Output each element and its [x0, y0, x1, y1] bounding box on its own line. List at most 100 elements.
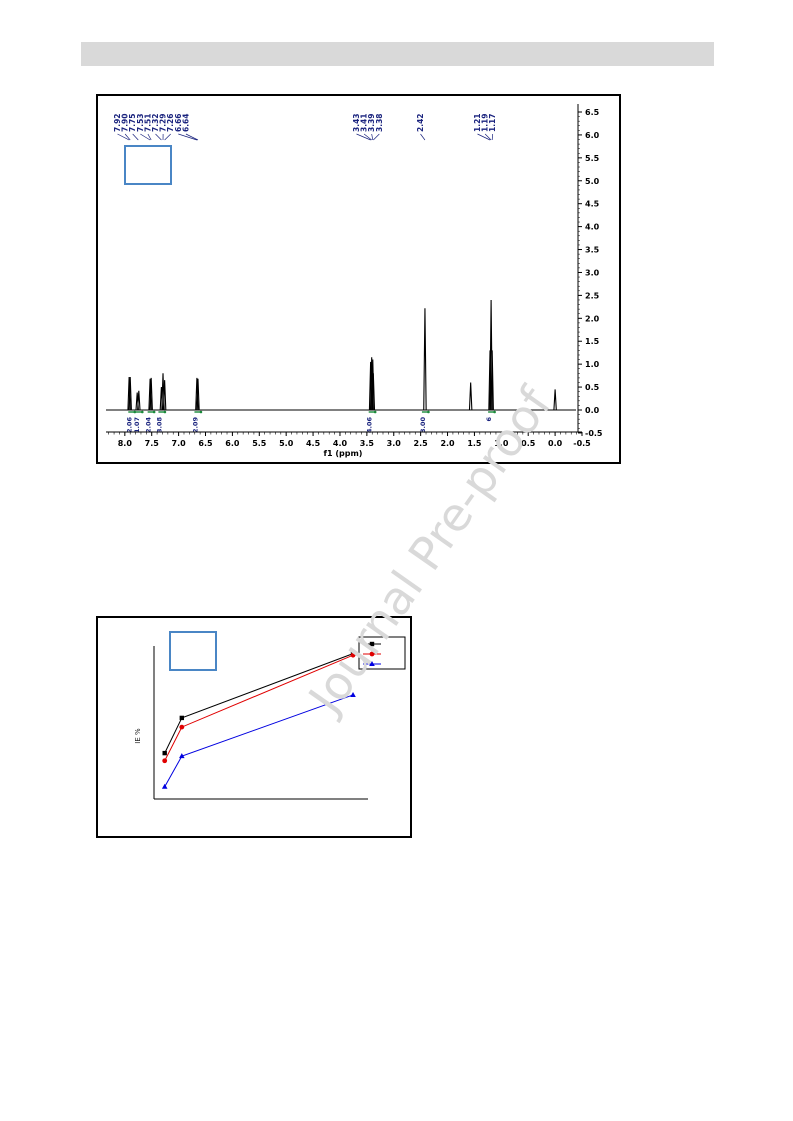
- data-point: [179, 724, 185, 730]
- y-tick-label: 5.5: [585, 154, 600, 163]
- integral-marker: [133, 410, 137, 414]
- x-tick-label: 5.5: [252, 439, 267, 448]
- legend-marker: [369, 661, 375, 666]
- spectrum-peak: [553, 389, 557, 411]
- integral-marker: [493, 410, 496, 414]
- series-line: [164, 654, 354, 761]
- x-tick-label: 0.5: [521, 439, 536, 448]
- y-tick-label: 4.5: [585, 200, 600, 209]
- y-tick-label: 5.0: [585, 177, 600, 186]
- y-tick-label: 4.0: [585, 223, 600, 232]
- header-bar: [81, 42, 714, 66]
- x-tick-label: 4.0: [333, 439, 348, 448]
- y-tick-label: -0.5: [585, 429, 603, 438]
- peak-shift-label: 6.66: [174, 113, 183, 132]
- x-tick-label: 2.5: [414, 439, 429, 448]
- integral-label: 4.06: [366, 417, 374, 434]
- peak-leader-line: [356, 133, 371, 141]
- spectrum-peak: [149, 377, 153, 411]
- y-tick-label: 3.0: [585, 268, 600, 277]
- y-tick-label: 2.0: [585, 314, 600, 323]
- y-tick-label: 0.0: [585, 406, 600, 415]
- x-tick-label: 1.0: [494, 439, 509, 448]
- peak-leader-line: [132, 133, 139, 141]
- x-tick-label: 8.0: [118, 439, 133, 448]
- peak-leader-line: [147, 133, 152, 141]
- spectrum-peak: [423, 308, 427, 411]
- integral-marker: [141, 410, 144, 414]
- peak-shift-label: 7.29: [159, 113, 168, 132]
- peak-leader-line: [164, 133, 171, 141]
- data-point: [179, 715, 185, 721]
- data-point: [350, 652, 356, 658]
- peak-shift-label: 2.42: [416, 113, 425, 132]
- peak-shift-label: 1.19: [481, 113, 490, 132]
- y-tick-label: 3.5: [585, 246, 600, 255]
- x-tick-label: 7.0: [172, 439, 187, 448]
- data-point: [350, 691, 356, 697]
- spectrum-peak: [371, 373, 376, 411]
- x-tick-label: 6.0: [225, 439, 240, 448]
- spectrum-peak: [468, 382, 473, 411]
- integral-label: 1.07: [133, 417, 141, 433]
- peak-leader-line: [363, 133, 372, 141]
- spectrum-peak: [128, 376, 132, 411]
- x-tick-label: 1.5: [467, 439, 482, 448]
- peak-shift-label: 3.39: [367, 113, 376, 132]
- series-line: [164, 653, 354, 754]
- peak-leader-line: [117, 133, 130, 141]
- x-tick-label: 7.5: [145, 439, 160, 448]
- x-tick-label: 5.0: [279, 439, 294, 448]
- x-tick-label: 6.5: [198, 439, 213, 448]
- peak-leader-line: [373, 133, 380, 141]
- peak-leader-line: [491, 133, 494, 141]
- x-tick-label: 3.0: [387, 439, 402, 448]
- data-point: [161, 783, 168, 789]
- ie-line-chart: IE %: [134, 631, 406, 800]
- spectrum-peak: [137, 390, 141, 411]
- nmr-spectrum-plot: 7.927.907.757.537.517.327.297.266.666.64…: [106, 104, 603, 458]
- peak-shift-label: 7.53: [136, 113, 145, 132]
- spectrum-peak: [162, 380, 167, 411]
- peak-shift-label: 7.92: [113, 113, 122, 132]
- x-tick-label: -0.5: [573, 439, 591, 448]
- compound-label-box: [169, 631, 217, 671]
- compound-label-box: [124, 145, 172, 185]
- integral-label: 2.04: [145, 417, 153, 434]
- integral-label: 2.06: [125, 417, 133, 434]
- peak-leader-line: [477, 133, 491, 141]
- integral-marker: [199, 410, 203, 414]
- y-tick-label: 1.0: [585, 360, 600, 369]
- data-point: [162, 758, 168, 764]
- integral-marker: [427, 410, 430, 414]
- y-tick-label: 6.0: [585, 131, 600, 140]
- peak-leader-line: [155, 133, 162, 141]
- peak-shift-label: 1.17: [488, 113, 497, 132]
- peak-shift-label: 7.90: [121, 113, 130, 132]
- peak-shift-label: 3.38: [375, 113, 384, 132]
- ie-chart-figure: IE %: [96, 616, 412, 838]
- data-point: [179, 753, 185, 759]
- integral-label: 3.08: [155, 417, 163, 434]
- legend-marker: [369, 641, 375, 647]
- x-tick-label: 3.5: [360, 439, 375, 448]
- data-point: [162, 750, 167, 756]
- peak-leader-line: [185, 133, 199, 141]
- peak-shift-label: 7.26: [166, 113, 175, 132]
- integral-marker: [373, 410, 377, 414]
- peak-leader-line: [371, 133, 374, 141]
- peak-shift-label: 7.51: [143, 113, 152, 132]
- integral-label: 2.09: [191, 417, 199, 434]
- y-axis-label: IE %: [134, 728, 142, 744]
- peak-shift-label: 3.41: [360, 113, 369, 132]
- y-tick-label: 6.5: [585, 108, 600, 117]
- peak-shift-label: 7.32: [151, 113, 160, 132]
- x-tick-label: 0.0: [548, 439, 563, 448]
- peak-shift-label: 1.21: [473, 113, 482, 132]
- y-tick-label: 2.5: [585, 291, 600, 300]
- x-tick-label: 4.5: [306, 439, 321, 448]
- x-tick-label: 2.0: [440, 439, 455, 448]
- integral-label: 6: [485, 417, 493, 422]
- peak-shift-label: 6.64: [181, 113, 190, 132]
